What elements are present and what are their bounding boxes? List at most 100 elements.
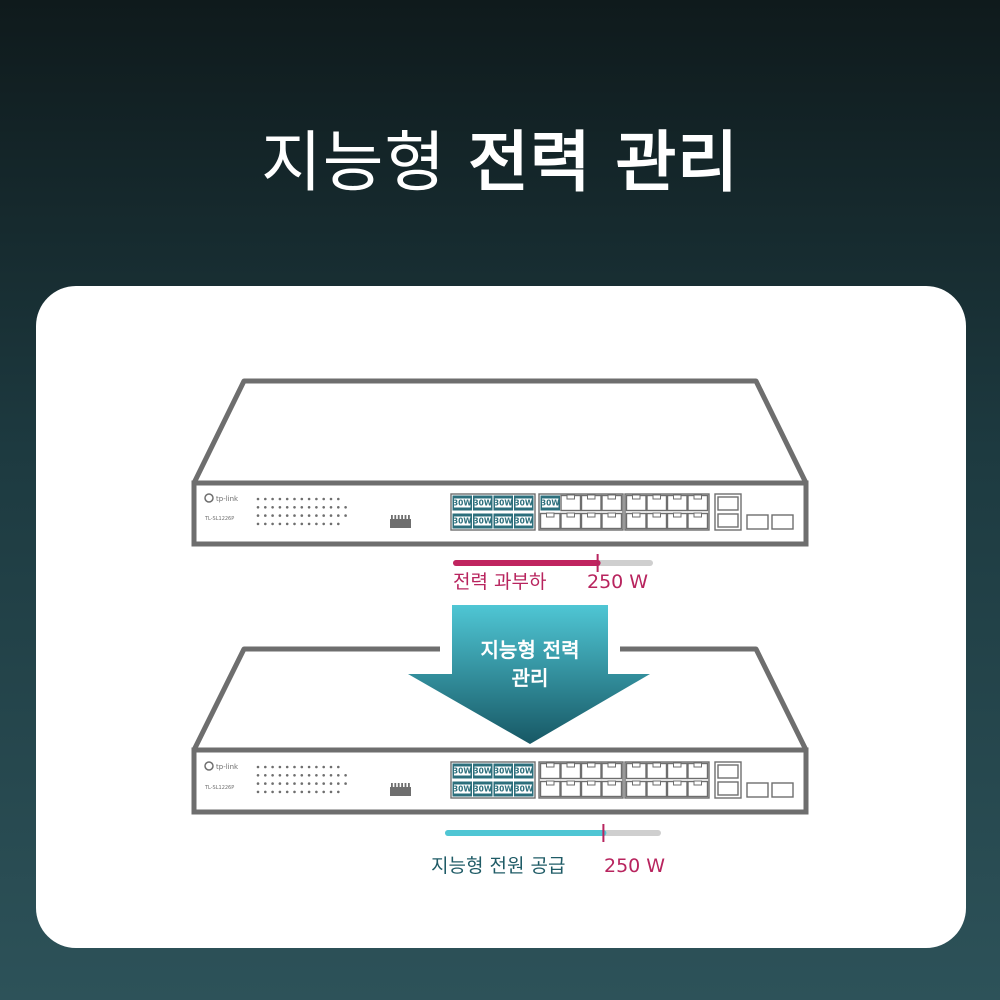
led-dot: [307, 506, 311, 509]
console-port-pin: [394, 515, 397, 520]
port-badge-label: 30W: [453, 517, 472, 526]
led-dot: [293, 514, 296, 517]
led-dot: [337, 790, 340, 794]
led-dot: [293, 782, 296, 785]
port-notch: [587, 762, 596, 768]
led-dot: [315, 774, 318, 777]
led-dot: [337, 497, 340, 501]
status-value-top: 250 W: [587, 571, 649, 593]
led-dot: [307, 497, 311, 501]
led-dot: [300, 506, 304, 509]
port-group: [538, 493, 624, 531]
port-badge-bg: [495, 766, 512, 776]
led-dot: [278, 514, 282, 517]
led-dot: [271, 782, 274, 785]
port-notch: [652, 494, 661, 500]
port-notch: [693, 780, 702, 786]
port-badge-label: 30W: [473, 499, 492, 508]
led-dot: [315, 782, 318, 785]
switch-top-console-port-icon: [390, 515, 411, 528]
status-value-bottom: 250 W: [604, 855, 666, 877]
led-dot: [322, 522, 326, 526]
led-dot: [344, 774, 347, 777]
port-badge-bg: [515, 784, 532, 794]
status-label-bottom: 지능형 전원 공급: [431, 855, 566, 877]
port-notch: [693, 512, 702, 518]
led-dot: [271, 774, 274, 777]
switch-bottom-model: TL-SL1226P: [204, 785, 234, 791]
port-badge-label: 30W: [494, 767, 513, 776]
led-dot: [285, 790, 289, 794]
switch-top-led-grid: [256, 497, 347, 526]
port-notch: [632, 512, 641, 518]
led-dot: [337, 514, 340, 517]
led-dot: [293, 506, 296, 509]
led-dot: [307, 782, 311, 785]
led-dot: [278, 506, 282, 509]
led-dot: [285, 782, 289, 785]
port-badge-bg: [454, 498, 471, 508]
port-notch: [566, 494, 575, 500]
led-dot: [329, 522, 333, 526]
led-dot: [264, 514, 267, 517]
port-badge-bg: [542, 498, 559, 508]
led-dot: [344, 782, 347, 785]
status-bar-top: [453, 554, 653, 572]
switch-bottom-body-right: [620, 646, 809, 752]
led-dot: [285, 506, 289, 509]
led-dot: [322, 790, 326, 794]
led-dot: [329, 774, 333, 777]
console-port-body: [390, 519, 411, 528]
arrow-label-line1: 지능형 전력: [480, 638, 580, 662]
port-badge-bg: [454, 784, 471, 794]
led-dot: [264, 774, 267, 777]
led-dot: [256, 514, 260, 517]
port-badge-label: 30W: [473, 785, 492, 794]
port-notch: [632, 494, 641, 500]
led-dot: [264, 497, 267, 501]
port-notch: [587, 494, 596, 500]
uplink-port: [717, 764, 739, 779]
port-group: [624, 761, 710, 799]
led-dot: [256, 790, 260, 794]
port-notch: [652, 512, 661, 518]
port-badge-label: 30W: [541, 499, 560, 508]
port-badge-label: 30W: [494, 785, 513, 794]
port-notch: [607, 512, 616, 518]
led-dot: [322, 514, 326, 517]
port-notch: [673, 512, 682, 518]
uplink-port: [717, 781, 739, 796]
led-dot: [256, 522, 260, 526]
switch-bottom-body-left: [191, 646, 440, 752]
console-port-pin: [404, 783, 407, 788]
console-port-pin: [408, 515, 410, 520]
port-notch: [566, 512, 575, 518]
port-badge-label: 30W: [473, 517, 492, 526]
port-notch: [693, 494, 702, 500]
led-dot: [285, 522, 289, 526]
console-port-pin: [397, 515, 400, 520]
led-dot: [300, 514, 304, 517]
led-dot: [271, 765, 274, 769]
led-dot: [293, 497, 296, 501]
arrow-label-line2: 관리: [511, 666, 549, 690]
console-port-pin: [404, 515, 407, 520]
switch-bottom-front-panel: [191, 747, 809, 815]
led-dot: [256, 774, 260, 777]
led-dot: [329, 782, 333, 785]
led-dot: [307, 765, 311, 769]
port-notch: [607, 494, 616, 500]
led-dot: [322, 782, 326, 785]
port-badge-label: 30W: [494, 517, 513, 526]
console-port-pin: [391, 515, 393, 520]
port-notch: [546, 780, 555, 786]
led-dot: [264, 790, 267, 794]
led-dot: [344, 506, 347, 509]
led-dot: [271, 506, 274, 509]
led-dot: [285, 514, 289, 517]
port-badge-label: 30W: [514, 517, 533, 526]
port-badge-label: 30W: [453, 499, 472, 508]
led-dot: [293, 765, 296, 769]
console-port-pin: [408, 783, 410, 788]
port-badge-label: 30W: [494, 499, 513, 508]
